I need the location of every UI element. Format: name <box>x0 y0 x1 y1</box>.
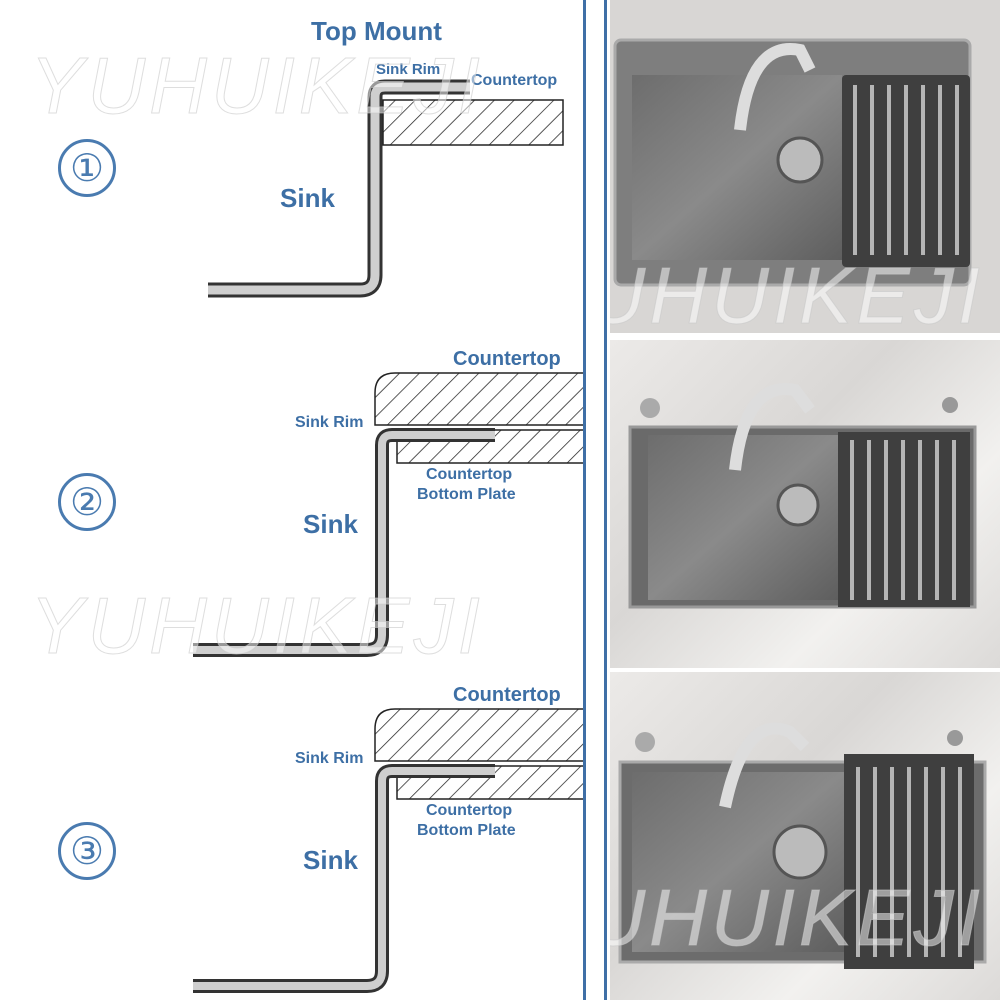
watermark: YUHUIKEJI <box>30 581 484 671</box>
sink-profile <box>193 431 495 654</box>
sink-rim-label: Sink Rim <box>376 61 441 78</box>
watermark: YUHUIKEJI <box>610 873 984 963</box>
countertop-section <box>382 99 564 146</box>
countertop-label: Countertop <box>453 684 561 706</box>
drain <box>776 136 824 184</box>
bottom-plate-label-line2: Bottom Plate <box>417 486 516 503</box>
divider-line <box>604 0 607 1000</box>
sink-label: Sink <box>303 509 358 539</box>
sink-rim-label: Sink Rim <box>295 414 364 431</box>
step-number: ③ <box>58 822 116 880</box>
sink-label: Sink <box>280 183 335 213</box>
countertop-label: Countertop <box>453 348 561 370</box>
sink-profile <box>193 767 495 990</box>
title: Top Mount <box>311 16 442 46</box>
bottom-plate-label-line2: Bottom Plate <box>417 822 516 839</box>
faucet <box>734 43 816 131</box>
diagram-top-mount-1 <box>208 79 564 298</box>
diagram-undermount-3 <box>193 708 586 993</box>
sink-photo-undermount-3: YUHUIKEJI <box>610 672 1000 1000</box>
sink-photo-undermount-2: YUHUIKEJI <box>610 340 1000 668</box>
step-number: ② <box>58 473 116 531</box>
countertop-section <box>374 372 586 426</box>
step-number: ① <box>58 139 116 197</box>
sink-rim-label: Sink Rim <box>295 750 364 767</box>
sink-label: Sink <box>303 845 358 875</box>
bottom-plate-label-line1: Countertop <box>426 466 513 483</box>
watermark: YUHUIKEJI <box>30 41 484 131</box>
bottom-plate-label-line1: Countertop <box>426 802 513 819</box>
watermark: YUHUIKEJI <box>610 251 984 334</box>
countertop-label: Countertop <box>471 72 558 89</box>
sink-photo-top-mount: YUHUIKEJI <box>610 0 1000 333</box>
divider-line <box>583 0 586 1000</box>
